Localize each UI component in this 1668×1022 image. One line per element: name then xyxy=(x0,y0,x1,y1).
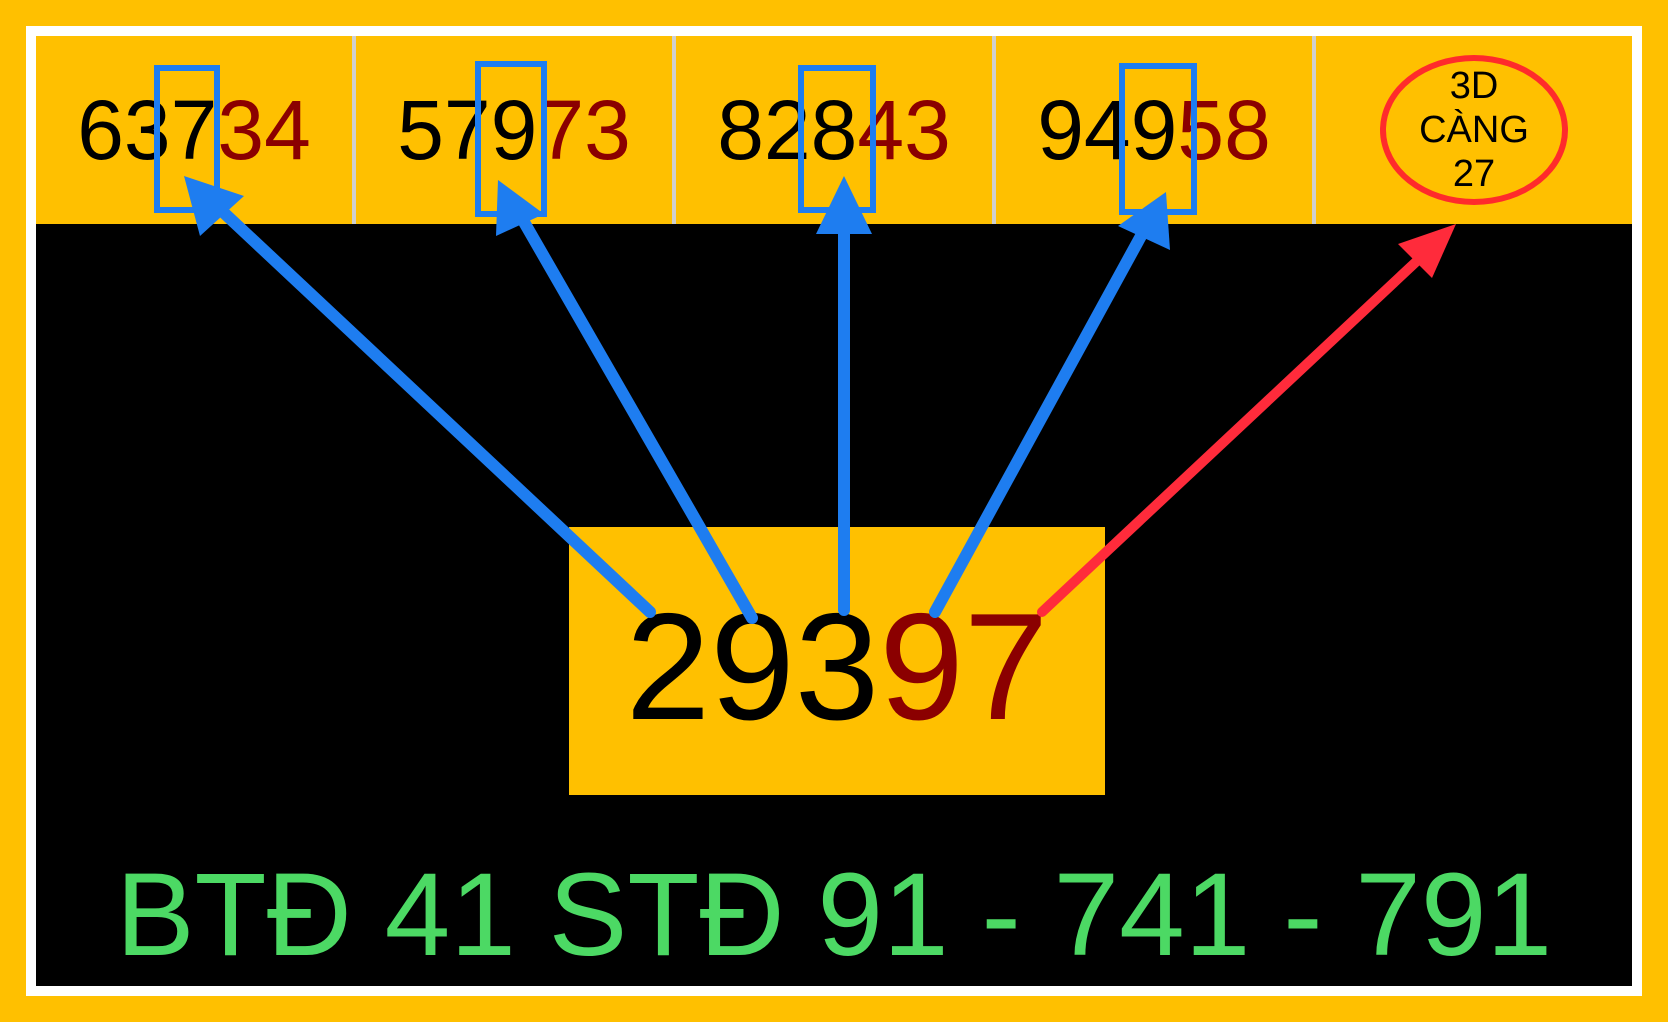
badge-cell: 3D CÀNG 27 xyxy=(1316,36,1632,224)
number-cell-4: 94958 xyxy=(996,36,1312,224)
number-4-red: 58 xyxy=(1177,83,1271,177)
number-1: 63734 xyxy=(77,88,311,172)
badge-line-2: CÀNG xyxy=(1419,109,1529,151)
number-cell-2: 57973 xyxy=(356,36,672,224)
result-red: 97 xyxy=(879,582,1049,752)
number-3-black: 828 xyxy=(717,83,858,177)
number-cell-1: 63734 xyxy=(36,36,352,224)
number-4: 94958 xyxy=(1037,88,1271,172)
number-3-red: 43 xyxy=(857,83,951,177)
number-1-black: 637 xyxy=(77,83,218,177)
result-black: 293 xyxy=(625,582,880,752)
number-2-red: 73 xyxy=(537,83,631,177)
numbers-row: 63734 57973 82843 94958 3D CÀNG 27 xyxy=(36,36,1632,224)
number-4-black: 949 xyxy=(1037,83,1178,177)
main-panel: 63734 57973 82843 94958 3D CÀNG 27 29397… xyxy=(36,36,1632,986)
number-2-black: 579 xyxy=(397,83,538,177)
badge-line-1: 3D xyxy=(1449,65,1499,107)
result-number: 29397 xyxy=(626,591,1049,743)
number-3: 82843 xyxy=(717,88,951,172)
prediction-text: BTĐ 41 STĐ 91 - 741 - 791 xyxy=(115,849,1553,981)
badge-line-3: 27 xyxy=(1452,153,1496,195)
number-cell-3: 82843 xyxy=(676,36,992,224)
number-1-red: 34 xyxy=(217,83,311,177)
number-2: 57973 xyxy=(397,88,631,172)
result-box: 29397 xyxy=(569,527,1105,795)
3d-cang-badge: 3D CÀNG 27 xyxy=(1380,55,1568,205)
